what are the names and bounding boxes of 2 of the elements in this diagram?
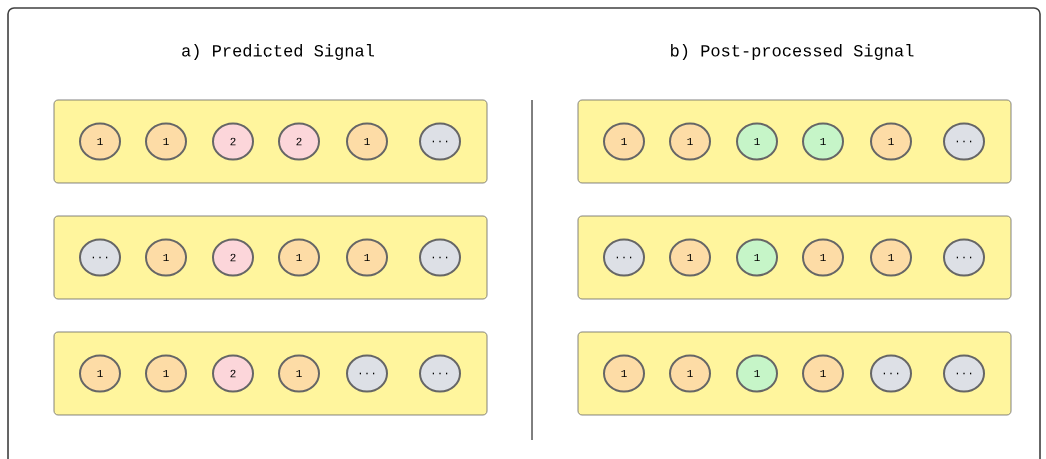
panel-title: b) Post-processed Signal xyxy=(671,44,914,60)
panel-title: a) Predicted Signal xyxy=(182,44,374,60)
